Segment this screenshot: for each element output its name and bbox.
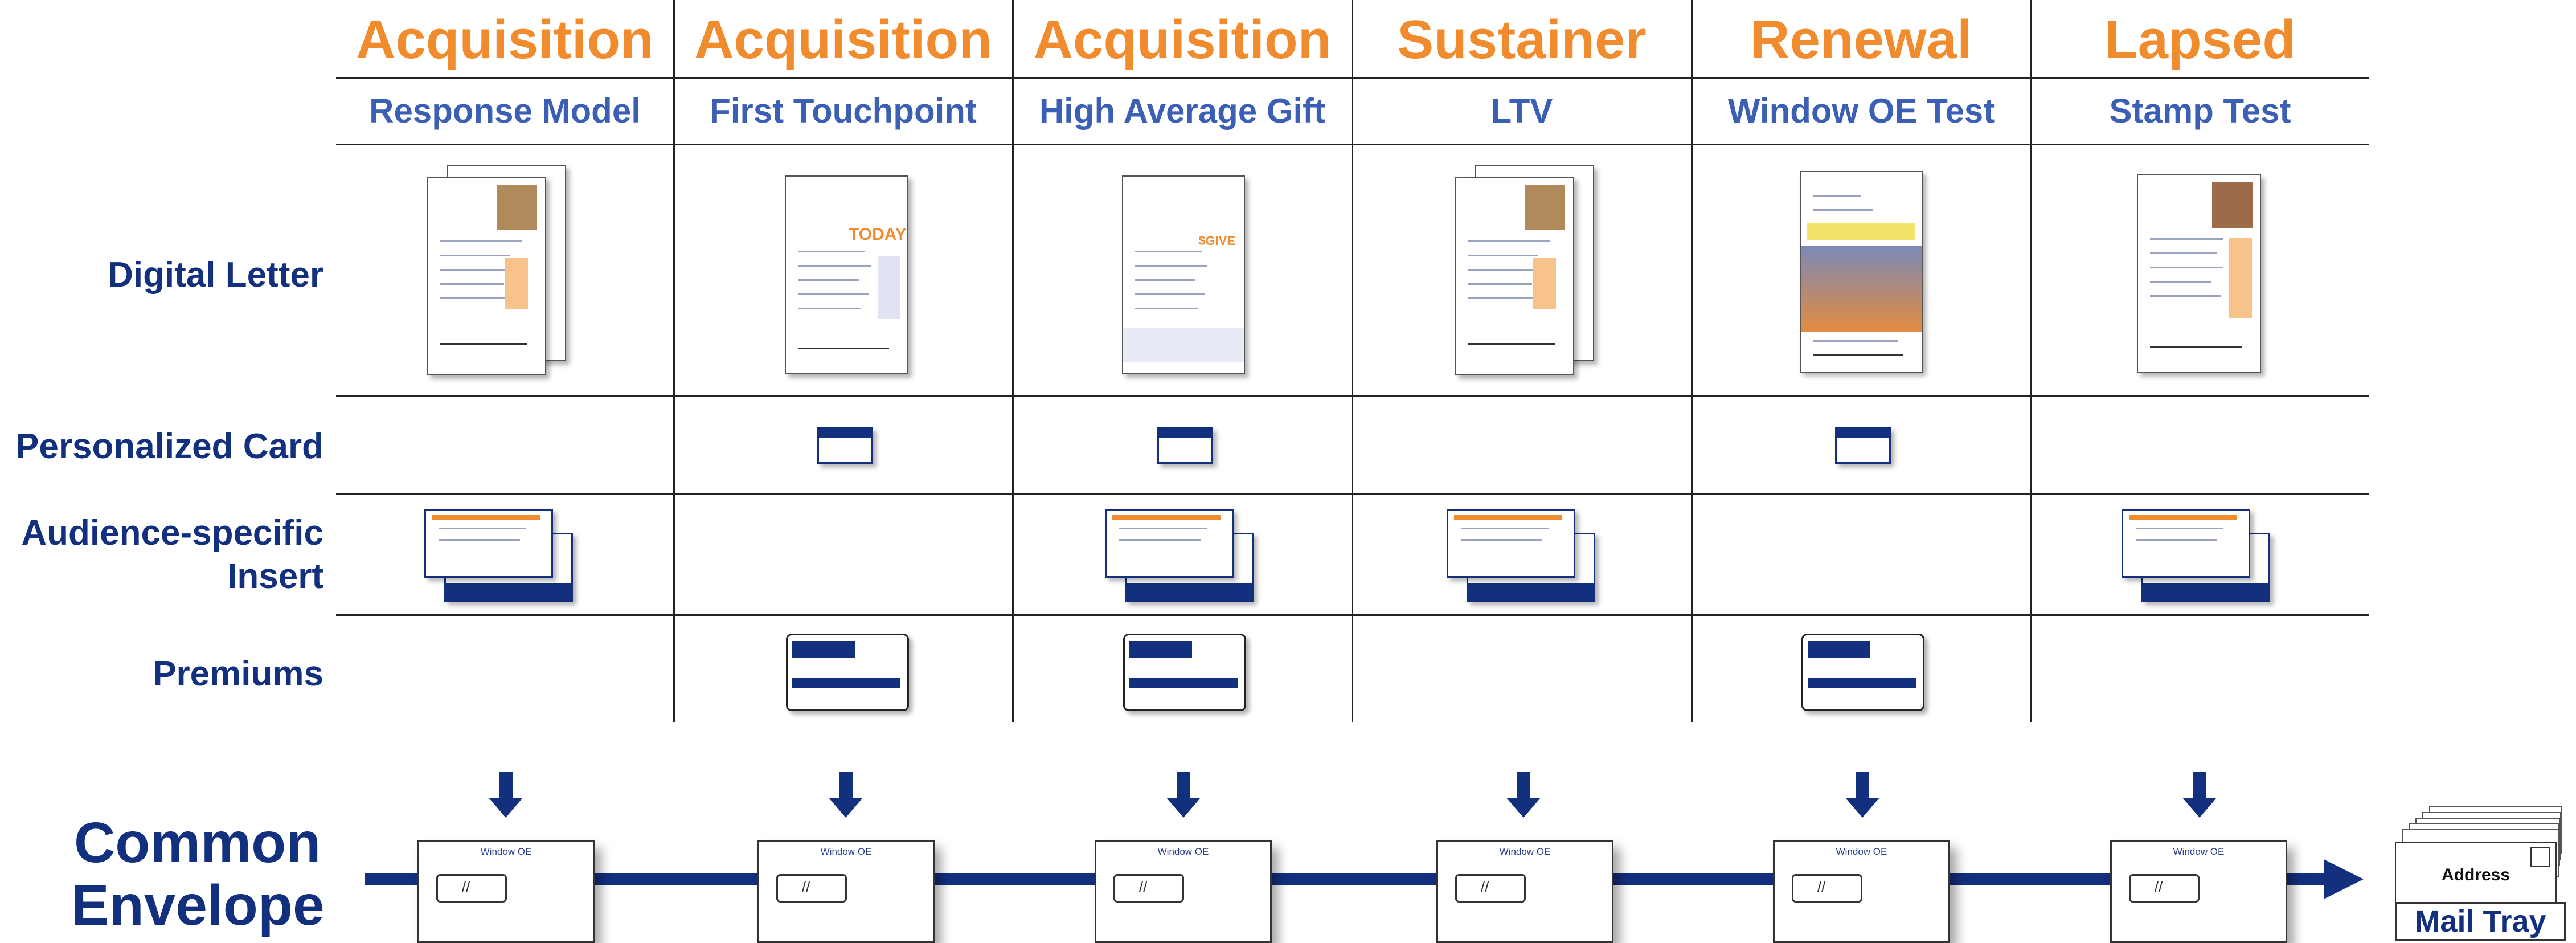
grid-vline (673, 0, 675, 722)
envelope-label: Window OE (1157, 846, 1209, 857)
column-subtitle-3: High Average Gift (1039, 92, 1326, 130)
envelope-icon: Window OE (757, 840, 935, 943)
row-label-personalized-card: Personalized Card (15, 427, 323, 466)
mail-tray-icon: Address Mail Tray (2395, 806, 2571, 941)
card-thumbnail (1157, 427, 1213, 464)
envelope-window (776, 874, 847, 903)
envelope-window (436, 874, 507, 903)
down-arrow-icon (1166, 772, 1201, 818)
common-envelope-line1: Common (74, 811, 321, 875)
envelope-label: Window OE (1499, 846, 1551, 857)
column-title-5: Renewal (1750, 9, 1972, 70)
column-title-3: Acquisition (1033, 9, 1332, 70)
down-arrow-icon (1845, 772, 1879, 818)
row-label-insert-line2: Insert (227, 557, 323, 596)
column-title-6: Lapsed (2104, 9, 2296, 70)
premium-card-thumbnail (1123, 634, 1246, 711)
grid-vline (1352, 0, 1353, 722)
envelope-icon: Window OE (1436, 840, 1613, 943)
envelope-label: Window OE (1836, 846, 1887, 857)
premium-card-thumbnail (786, 634, 909, 711)
down-arrow-icon (2182, 772, 2217, 818)
column-subtitle-4: LTV (1490, 92, 1553, 130)
grid-vline (1012, 0, 1014, 722)
row-label-insert-line1: Audience-specific (21, 513, 323, 553)
row-label-digital-letter: Digital Letter (108, 255, 323, 295)
envelope-icon: Window OE (417, 840, 595, 943)
grid-vline (1691, 0, 1693, 722)
envelope-label: Window OE (480, 846, 532, 857)
envelope-icon: Window OE (1095, 840, 1272, 943)
column-subtitle-6: Stamp Test (2109, 92, 2291, 130)
envelope-label: Window OE (2173, 846, 2225, 857)
down-arrow-icon (489, 772, 523, 818)
mail-tray-address: Address (2441, 866, 2511, 884)
flow-arrow (365, 859, 2364, 899)
column-title-4: Sustainer (1397, 9, 1647, 70)
card-thumbnail (817, 427, 873, 464)
common-envelope-line2: Envelope (71, 873, 325, 937)
column-subtitle-1: Response Model (369, 92, 641, 130)
mail-tray-label: Mail Tray (2414, 904, 2546, 938)
envelope-icon: Window OE (1773, 840, 1950, 943)
envelope-window (1113, 874, 1184, 903)
column-subtitle-2: First Touchpoint (710, 92, 977, 130)
envelope-label: Window OE (820, 846, 872, 857)
column-subtitle-5: Window OE Test (1727, 92, 1995, 130)
envelope-window (2129, 874, 2200, 903)
row-label-premiums: Premiums (153, 654, 323, 693)
envelope-window (1455, 874, 1526, 903)
card-thumbnail (1835, 427, 1891, 464)
column-title-2: Acquisition (694, 9, 992, 70)
premium-card-thumbnail (1801, 634, 1924, 711)
down-arrow-icon (1506, 772, 1541, 818)
grid-vline (2030, 0, 2032, 722)
column-title-1: Acquisition (356, 9, 654, 70)
envelope-window (1792, 874, 1862, 903)
down-arrow-icon (829, 772, 863, 818)
envelope-icon: Window OE (2110, 840, 2287, 943)
